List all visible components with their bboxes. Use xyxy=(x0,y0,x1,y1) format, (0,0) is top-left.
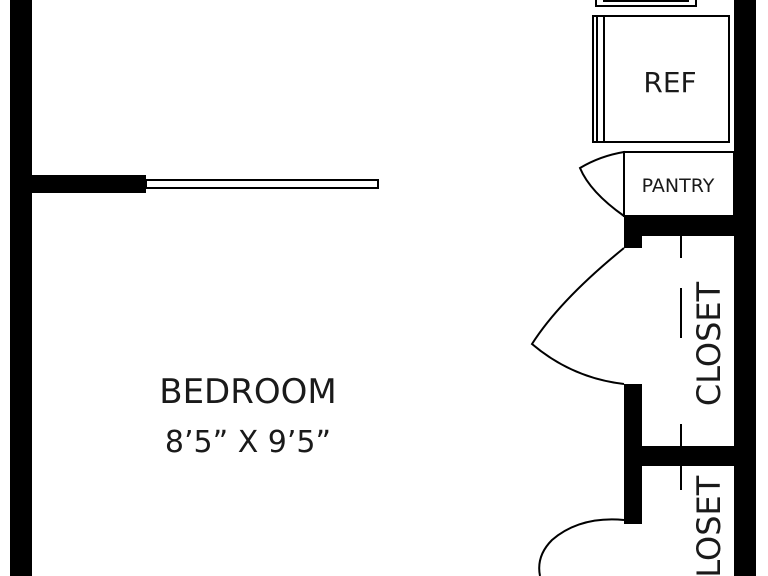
refrigerator xyxy=(592,15,730,143)
upper-closet-label: CLOSET xyxy=(690,281,728,406)
left-exterior-wall xyxy=(10,0,32,576)
bedroom-dimensions: 8’5” X 9’5” xyxy=(165,425,331,460)
pantry-label: PANTRY xyxy=(642,175,715,197)
pantry-door-swing xyxy=(578,150,625,218)
pantry-bottom-wall xyxy=(624,216,734,236)
lower-closet-label: CLOSET xyxy=(690,475,728,576)
pantry xyxy=(578,150,735,218)
bedroom-partition-wall xyxy=(32,175,146,193)
upper-closet-door-swing xyxy=(530,247,625,385)
upper-closet xyxy=(530,236,682,446)
right-exterior-wall-top xyxy=(734,0,756,576)
closet-wall-stub-top xyxy=(624,216,642,248)
ref-label: REF xyxy=(643,66,696,99)
refrigerator-outline xyxy=(592,15,730,143)
lower-closet xyxy=(538,466,682,576)
bedroom-name: BEDROOM xyxy=(159,372,336,412)
walls xyxy=(10,0,756,576)
closet-divider-wall xyxy=(624,446,734,466)
lower-closet-door-swing xyxy=(538,518,625,576)
counter-appliance-top xyxy=(595,0,697,7)
sliding-panel xyxy=(145,179,379,189)
